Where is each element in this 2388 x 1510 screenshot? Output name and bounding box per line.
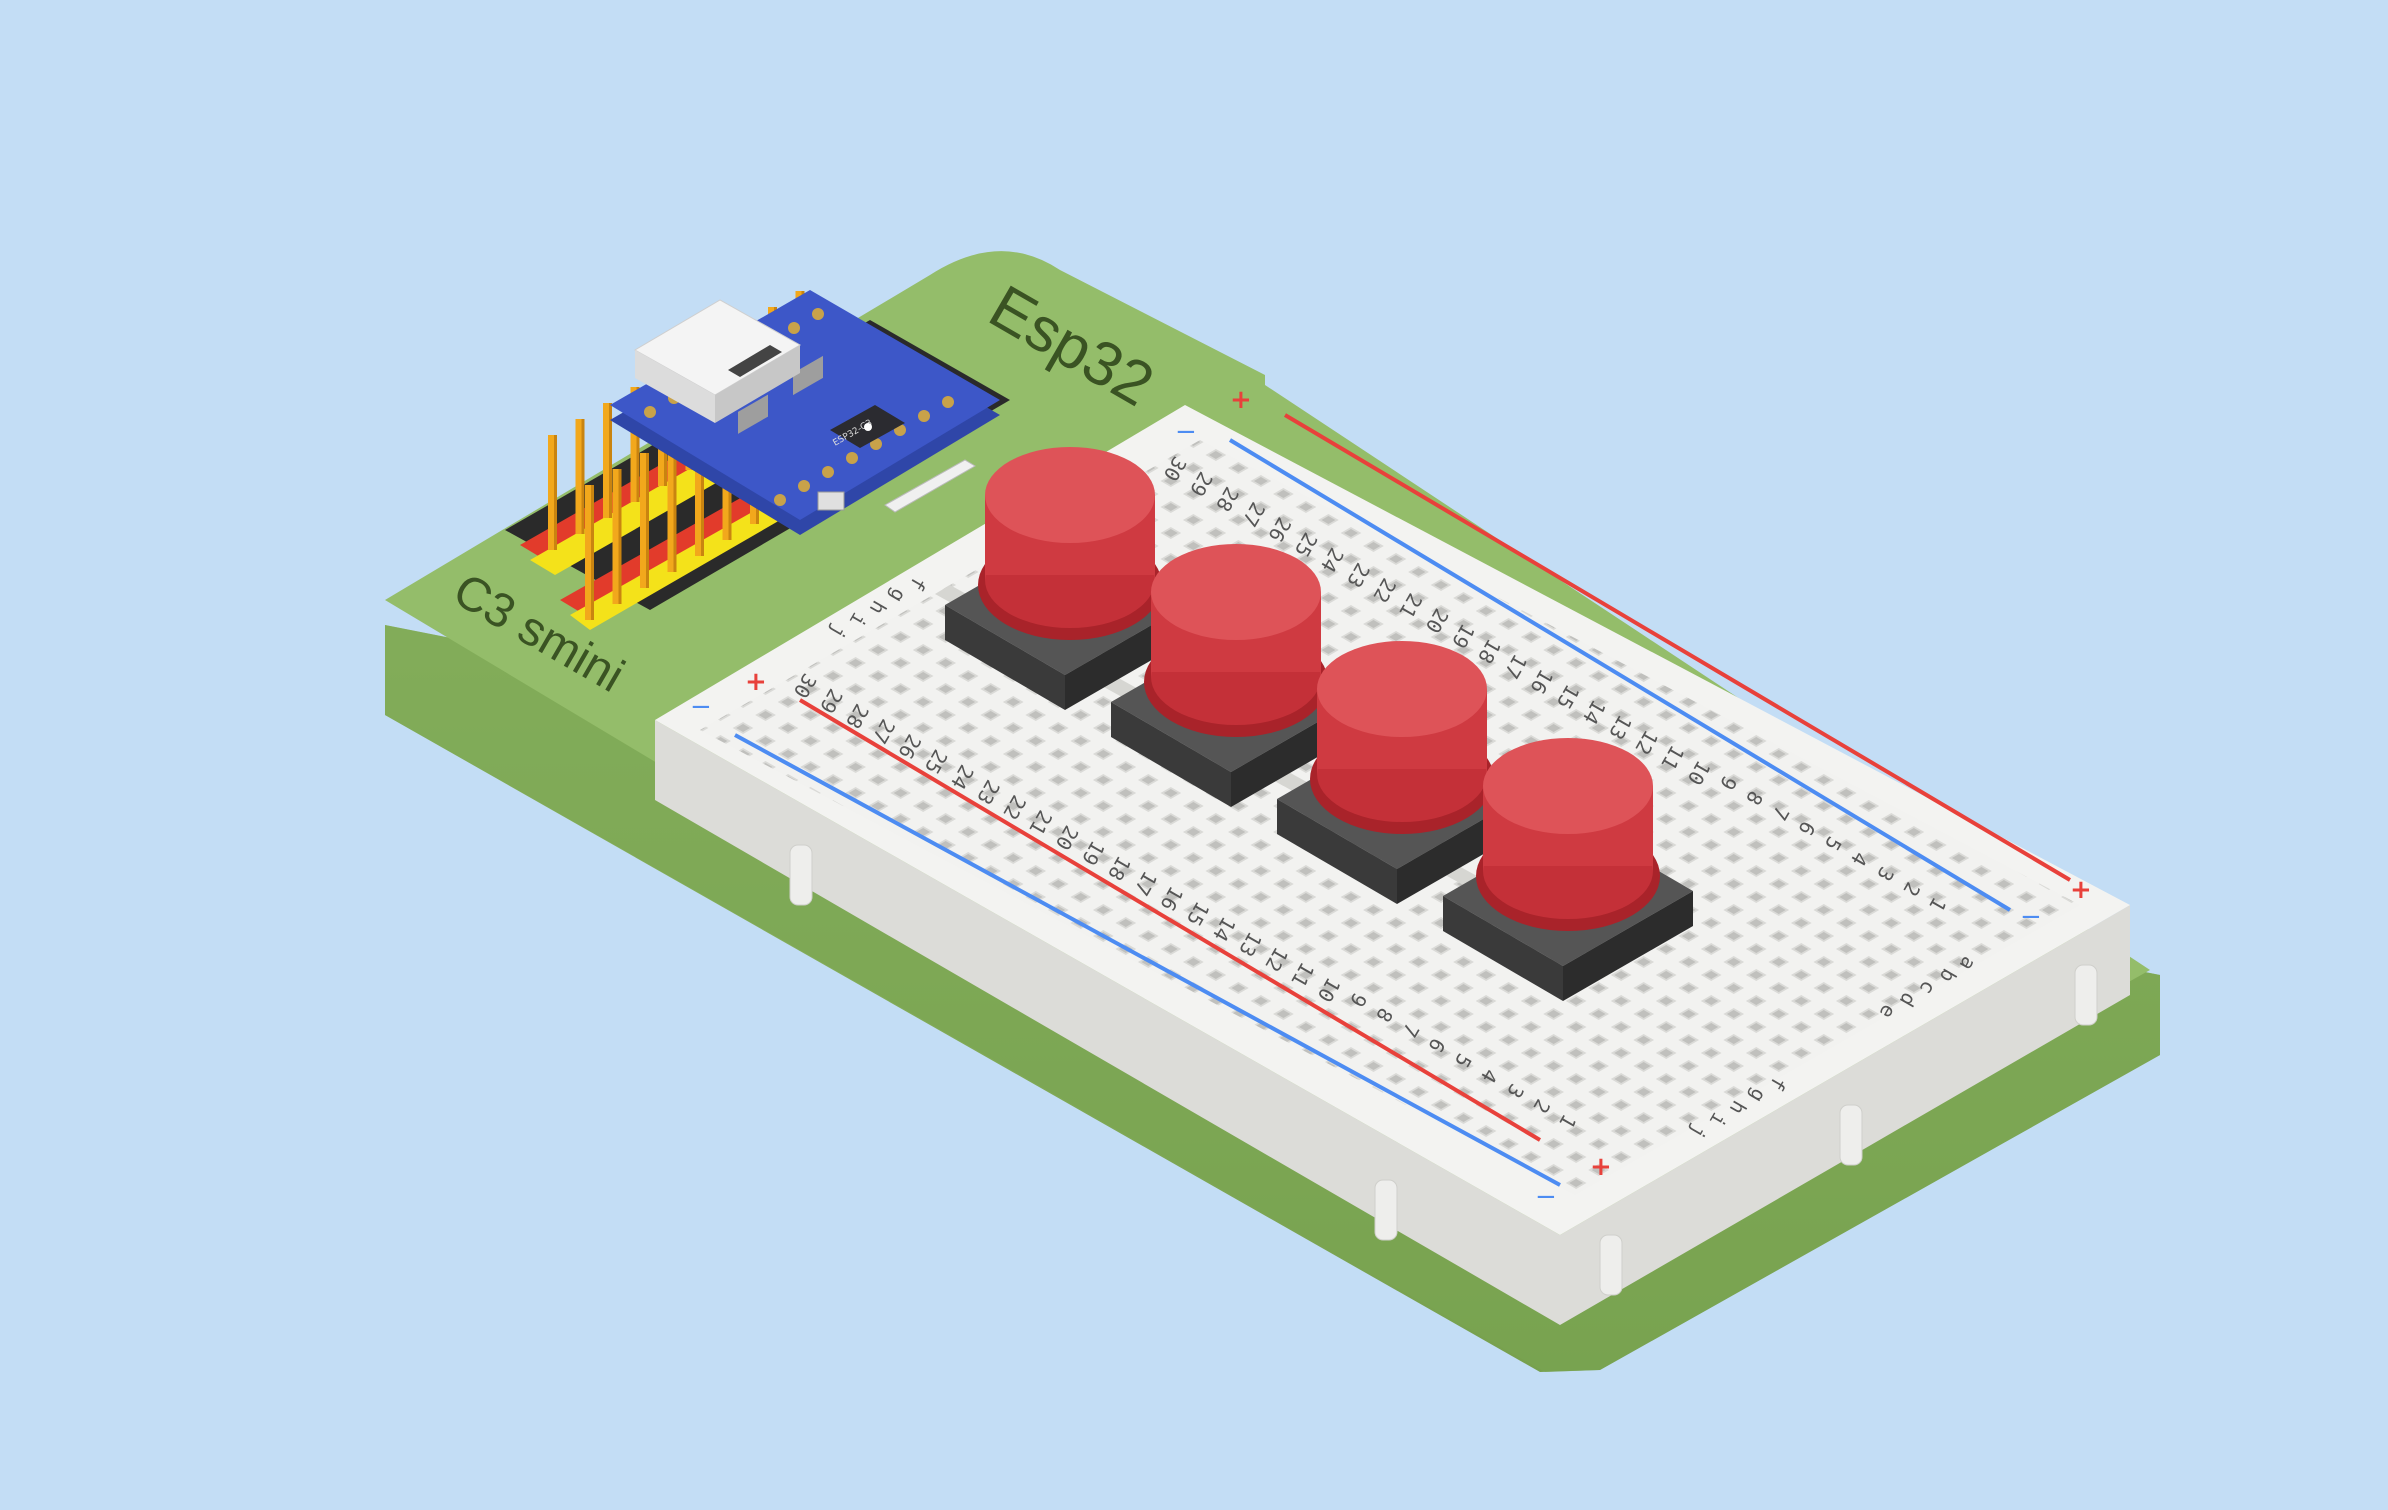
push-button-cap-top bbox=[985, 447, 1155, 543]
header-pin bbox=[548, 435, 557, 550]
header-pin-shade bbox=[554, 435, 557, 550]
pcb-pad bbox=[644, 406, 656, 418]
header-pin-shade bbox=[646, 453, 649, 588]
header-pin-shade bbox=[701, 421, 704, 556]
push-button-body-side bbox=[1111, 702, 1231, 807]
header-pin-shade bbox=[581, 419, 585, 534]
rail-minus-top: − bbox=[1175, 417, 1197, 447]
header-pin bbox=[695, 421, 704, 556]
pcb-pad bbox=[788, 322, 800, 334]
header-pin bbox=[603, 403, 612, 518]
header-pin bbox=[612, 469, 622, 604]
rail-blue-left bbox=[734, 733, 1561, 1187]
header-pin-shade bbox=[609, 403, 612, 518]
rail-minus-bottom: − bbox=[1535, 1182, 1557, 1212]
push-button-body-side bbox=[1277, 799, 1397, 904]
breadboard-clip bbox=[1374, 1179, 1398, 1241]
pcb-reset-button[interactable] bbox=[793, 355, 823, 396]
pcb-top bbox=[610, 290, 1000, 520]
breadboard-clip bbox=[1839, 1104, 1863, 1166]
rail-plus-right: + bbox=[2070, 875, 2092, 905]
push-button[interactable] bbox=[1111, 544, 1361, 807]
push-button-cap-top bbox=[1151, 544, 1321, 640]
push-button-cap-top bbox=[1483, 738, 1653, 834]
crystal-oscillator bbox=[817, 491, 845, 511]
usb-c-connector-icon bbox=[633, 299, 802, 423]
push-button-cap-top bbox=[1317, 641, 1487, 737]
esp-logo-icon bbox=[864, 423, 872, 431]
push-button[interactable] bbox=[1277, 641, 1527, 904]
pcb-antenna bbox=[884, 459, 976, 513]
push-button[interactable] bbox=[1443, 738, 1693, 1001]
pcb-pad bbox=[812, 308, 824, 320]
push-button-body-side bbox=[1443, 896, 1563, 1001]
header-housing-red bbox=[560, 470, 810, 612]
pcb-pad bbox=[918, 410, 930, 422]
pcb-pad bbox=[798, 480, 810, 492]
header-pin-shade bbox=[673, 437, 677, 572]
header-pin bbox=[630, 387, 640, 502]
push-button-body-side bbox=[945, 605, 1065, 710]
rail-red-right bbox=[1283, 413, 2072, 882]
rail-minus-right: − bbox=[2020, 902, 2042, 932]
header-pin-shade bbox=[591, 485, 594, 620]
push-buttons bbox=[945, 447, 1693, 1001]
header-pin bbox=[640, 453, 649, 588]
header-pin bbox=[585, 485, 594, 620]
rail-plus-bottom: + bbox=[1590, 1152, 1612, 1182]
pcb-pad bbox=[846, 452, 858, 464]
breadboard-clip bbox=[2074, 964, 2098, 1026]
push-button-body-side bbox=[1563, 891, 1693, 1001]
push-button[interactable] bbox=[945, 447, 1195, 710]
breadboard-clip bbox=[789, 844, 813, 906]
pcb-pad bbox=[870, 438, 882, 450]
breadboard-clip bbox=[1599, 1234, 1623, 1296]
pcb-pad bbox=[822, 466, 834, 478]
rail-blue-right bbox=[1228, 438, 2012, 912]
header-pin-shade bbox=[618, 469, 622, 604]
pcb-pad bbox=[774, 494, 786, 506]
breadboard-side bbox=[655, 720, 2130, 1325]
rail-plus-top-right: + bbox=[1230, 385, 1252, 415]
rail-plus-left: + bbox=[745, 667, 767, 697]
header-pin-shade bbox=[636, 387, 640, 502]
pcb-pad bbox=[942, 396, 954, 408]
header-pin bbox=[667, 437, 677, 572]
header-pin bbox=[575, 419, 585, 534]
rail-minus-left: − bbox=[690, 692, 712, 722]
pcb-boot-button[interactable] bbox=[738, 394, 768, 434]
rail-red-left bbox=[798, 698, 1542, 1142]
